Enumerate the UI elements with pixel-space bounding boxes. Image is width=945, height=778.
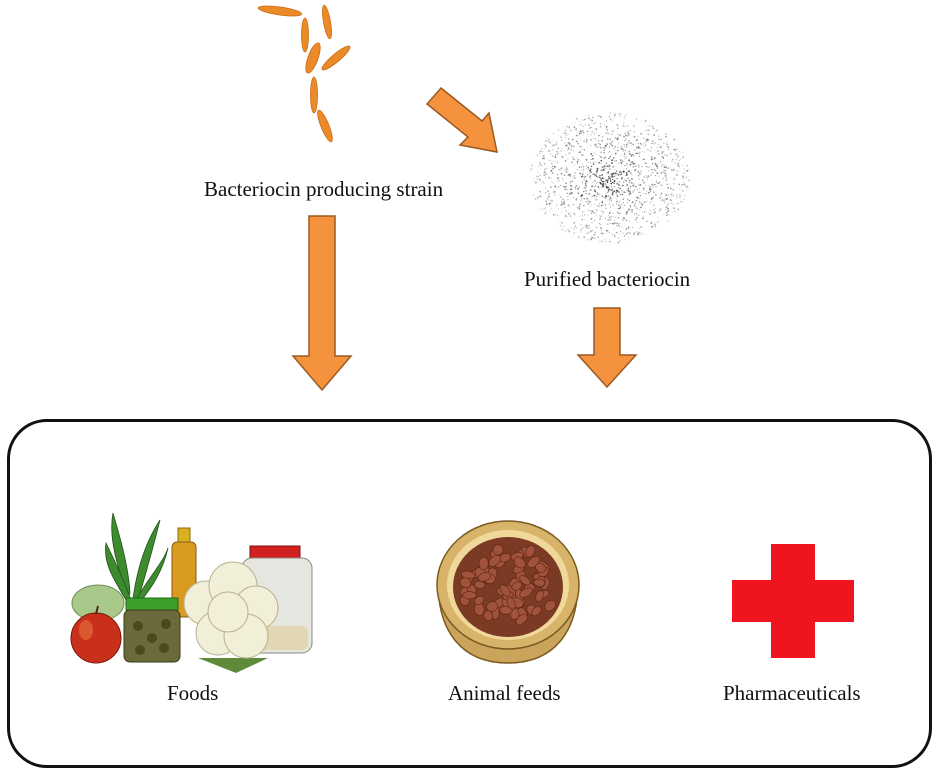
foods-icon [68, 508, 328, 673]
red-cross-icon [732, 544, 854, 658]
powder-icon [525, 100, 695, 260]
foods-label: Foods [167, 681, 219, 705]
purified-label: Purified bacteriocin [524, 267, 691, 291]
bacteria-cluster-icon [250, 0, 360, 150]
pharmaceuticals-label: Pharmaceuticals [723, 681, 861, 705]
feed-bowl-icon [432, 517, 584, 667]
arrow-down-left-icon [288, 213, 356, 393]
arrow-diagonal-icon [420, 80, 510, 160]
arrow-down-right-icon [573, 305, 641, 391]
animal-feeds-label: Animal feeds [448, 681, 561, 705]
strain-label: Bacteriocin producing strain [204, 177, 444, 201]
applications-box [7, 419, 932, 768]
